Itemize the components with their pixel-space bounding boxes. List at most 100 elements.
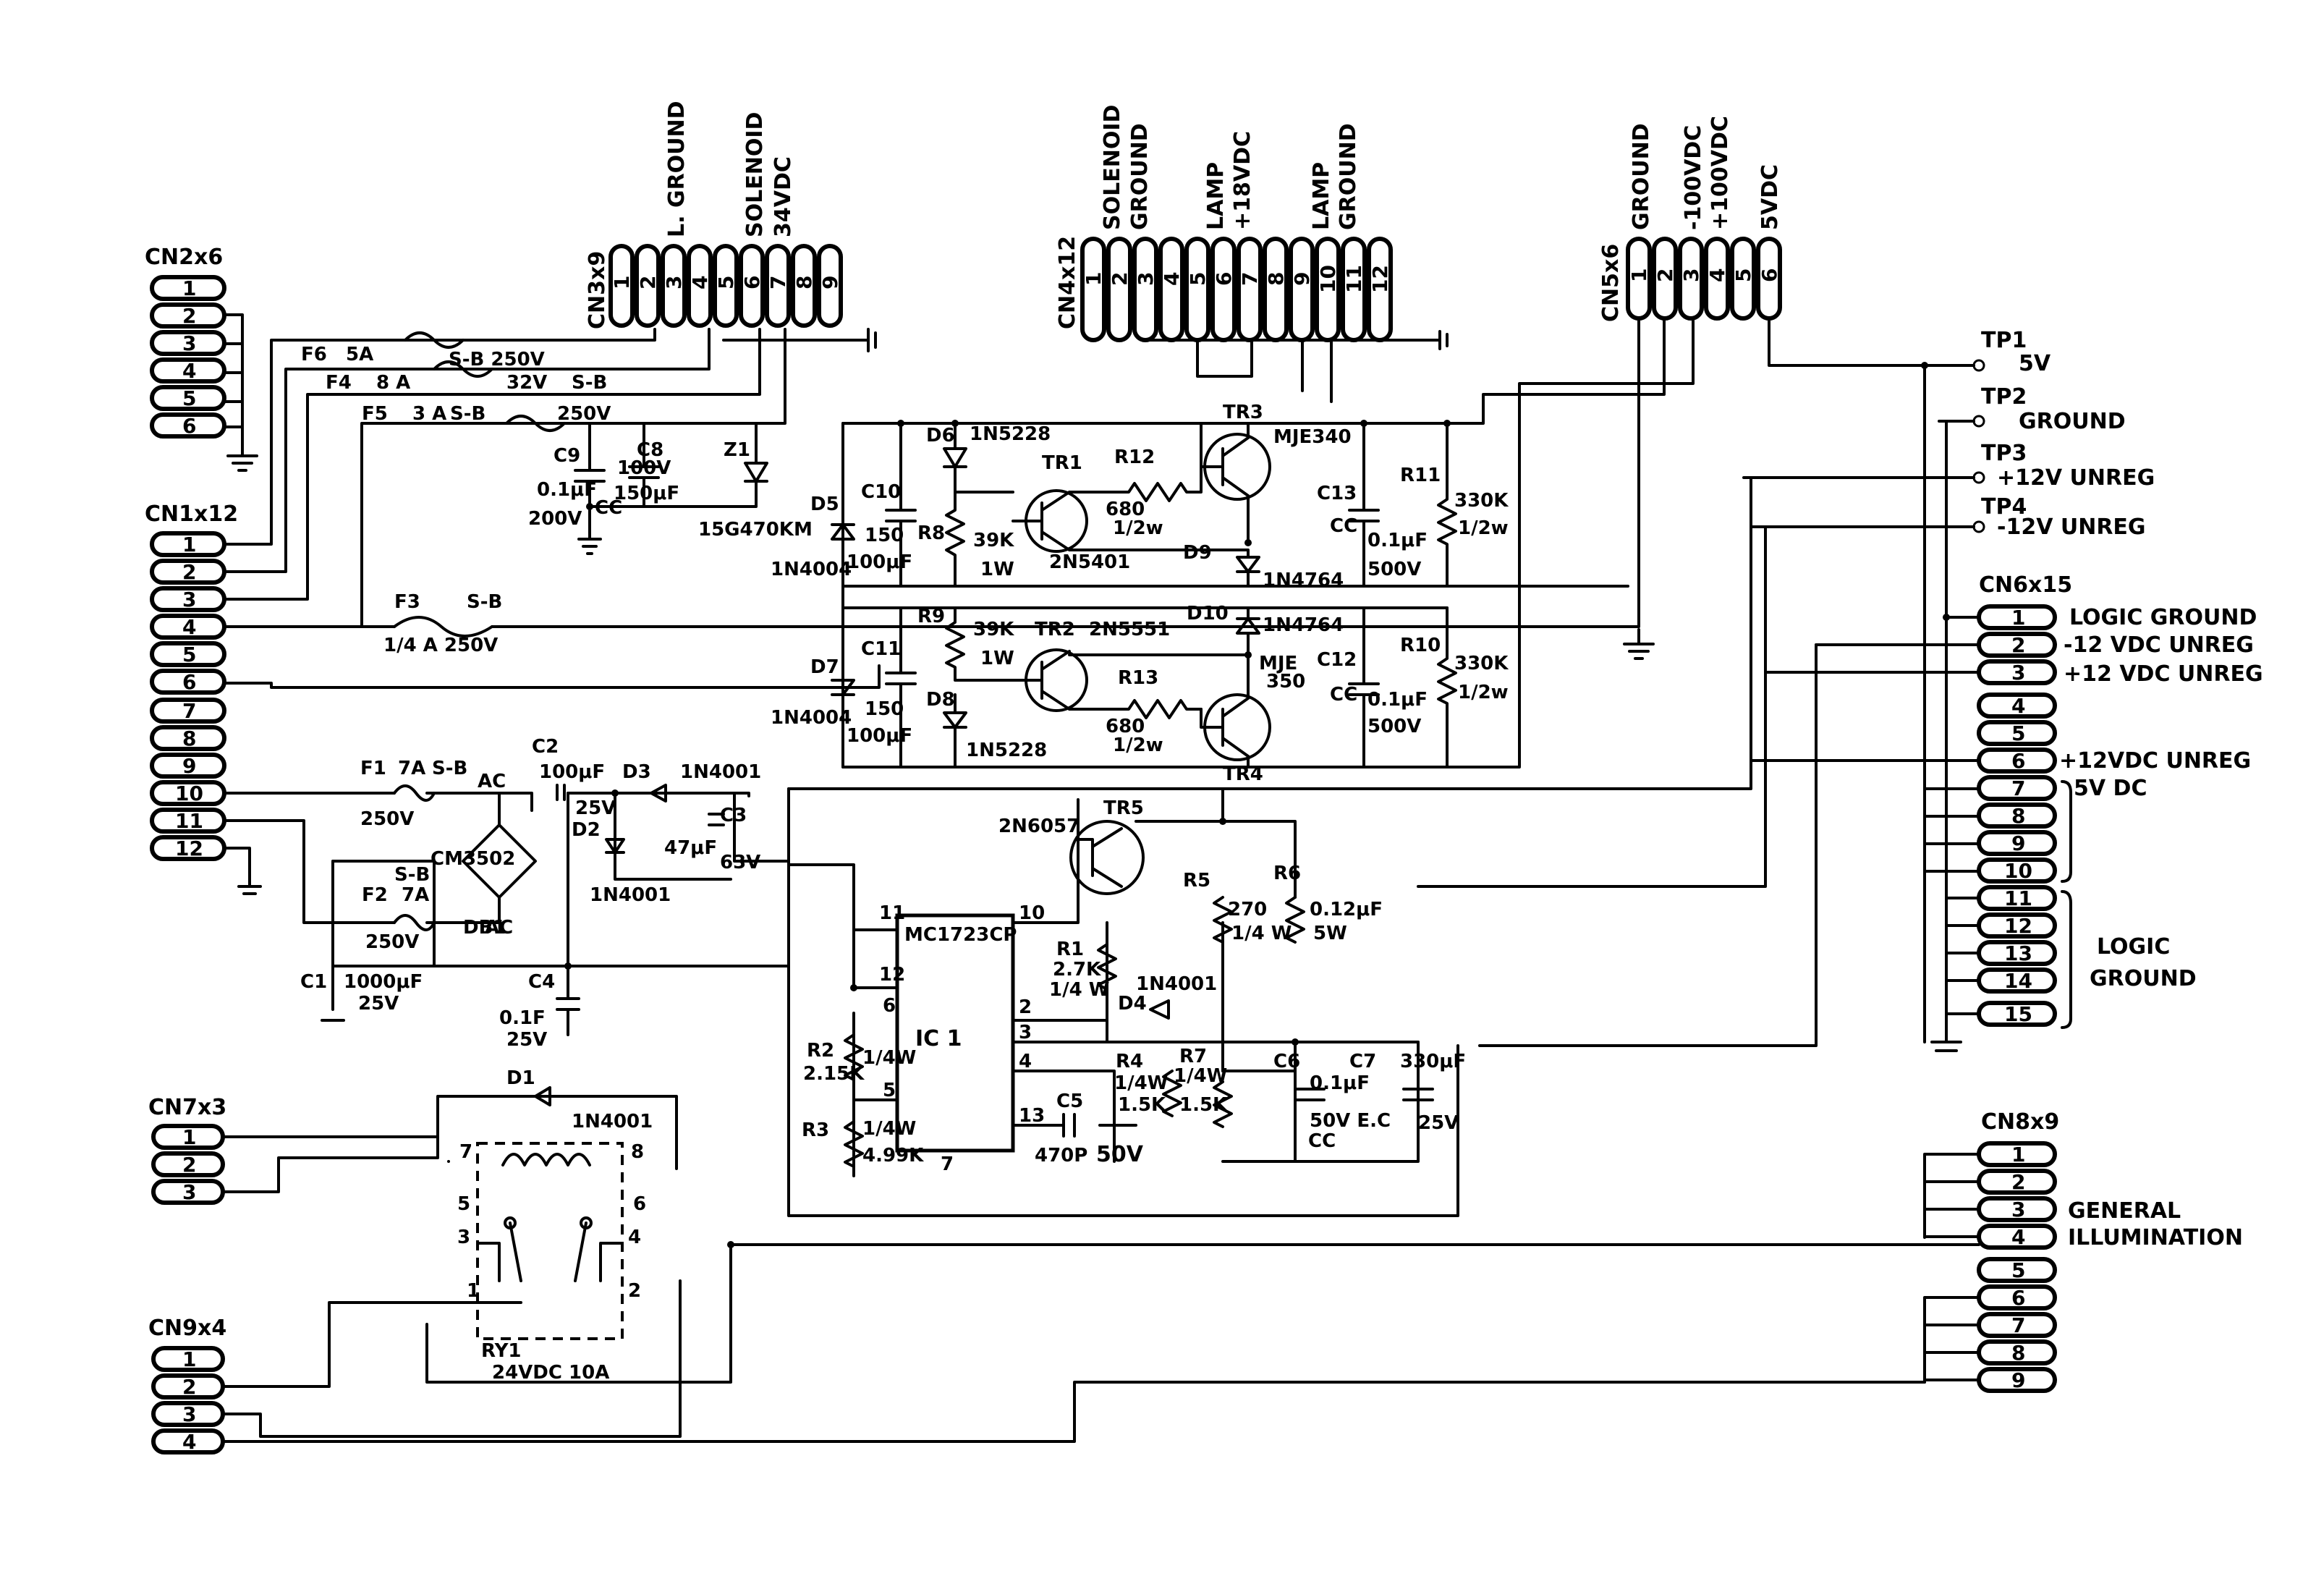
r6-power: 5W — [1313, 923, 1347, 944]
wiring — [221, 313, 1980, 1443]
tr4-mfr: MJE — [1259, 653, 1297, 674]
f2-type: S-B — [394, 864, 430, 886]
r8-power: 1W — [980, 559, 1014, 580]
r2-value: 2.15K — [803, 1063, 865, 1085]
tp2-label: GROUND — [2019, 409, 2126, 434]
cn6-pin: 12 — [2004, 914, 2032, 938]
c1-volt: 25V — [358, 993, 399, 1015]
c4-value: 0.1F — [499, 1007, 546, 1029]
r3-value: 4.99K — [862, 1145, 924, 1166]
f5-rating: 3 A — [412, 403, 446, 425]
cn5-pin: 3 — [1679, 268, 1703, 282]
cn8-pin: 8 — [2011, 1341, 2025, 1365]
c6-name: C6 — [1273, 1051, 1300, 1072]
ic1-pin: 11 — [879, 902, 905, 924]
cn2-pin: 3 — [182, 331, 196, 355]
tr5-name: TR5 — [1103, 797, 1144, 819]
cn4-label: CN4x12 — [1055, 236, 1080, 329]
connector-cn9: CN9x4 1 2 3 4 — [148, 1316, 226, 1454]
cn6-pin: 10 — [2004, 859, 2032, 883]
cn4-signal-ground: GROUND — [1127, 123, 1153, 230]
cn1-pin: 3 — [182, 588, 196, 611]
cn4-pin: 4 — [1160, 272, 1184, 286]
fuses: F6 5A S-B 250V F4 8 A 32V S-B F5 3 A S-B… — [301, 331, 611, 953]
cn3-pin: 8 — [792, 276, 816, 289]
cn5-pin: 6 — [1757, 268, 1781, 282]
f4-rating: 8 A — [376, 372, 410, 394]
cn4-pin: 3 — [1134, 272, 1158, 286]
ic1-pin: 7 — [941, 1153, 954, 1175]
connector-cn3: CN3x9 1 2 3 4 5 6 7 8 9 L. GROUND SOLENO… — [585, 101, 843, 329]
cn3-signal-34vdc: 34VDC — [771, 156, 796, 237]
r13-name: R13 — [1118, 667, 1158, 689]
tp4-label: -12V UNREG — [1997, 515, 2146, 540]
d9-part: 1N4764 — [1263, 569, 1344, 591]
c12-value: 0.1μF — [1367, 689, 1428, 711]
relay-pin: 1 — [467, 1280, 480, 1302]
c6-type: CC — [1308, 1130, 1336, 1152]
cn9-pin: 1 — [182, 1347, 196, 1371]
cn5-pin: 4 — [1705, 268, 1729, 282]
tr4-name: TR4 — [1223, 763, 1263, 785]
d6-name: D6 — [926, 425, 955, 446]
c3-value: 47μF — [664, 837, 717, 859]
r6-value: 0.12μF — [1310, 899, 1383, 920]
cn6-pin: 7 — [2011, 776, 2025, 800]
f4-name: F4 — [326, 372, 352, 394]
cn8-pin: 6 — [2011, 1286, 2025, 1310]
r7-value: 1.5K — [1179, 1094, 1228, 1116]
c5-name: C5 — [1056, 1091, 1083, 1112]
d3-part: 1N4001 — [680, 761, 761, 783]
c8-volt: 100V — [617, 457, 671, 479]
cn4-signal-ground2: GROUND — [1336, 123, 1361, 230]
cn6-signal-5vdc: 5V DC — [2074, 776, 2147, 801]
cn1-pin: 6 — [182, 670, 196, 694]
r4-name: R4 — [1116, 1051, 1143, 1072]
cn1-pin: 4 — [182, 615, 196, 639]
cn3-pin: 5 — [714, 276, 738, 289]
tp2-name: TP2 — [1981, 384, 2027, 410]
r6-name: R6 — [1273, 863, 1301, 884]
cn1-pin: 7 — [182, 699, 196, 723]
cn3-pin: 2 — [636, 276, 660, 289]
tp3-label: +12V UNREG — [1997, 465, 2155, 491]
cn3-signal-solenoid: SOLENOID — [742, 112, 768, 237]
ic1-pin: 4 — [1019, 1051, 1032, 1072]
cn2-pin: 2 — [182, 304, 196, 328]
cn6-signal-neg12: -12 VDC UNREG — [2064, 632, 2254, 658]
ic1-pin: 10 — [1019, 902, 1045, 924]
cn4-pin: 6 — [1212, 272, 1236, 286]
cn1-label: CN1x12 — [145, 501, 238, 527]
f6-spec: S-B 250V — [449, 349, 545, 370]
cn6-pin: 3 — [2011, 661, 2025, 685]
ic1-pin: 12 — [879, 964, 905, 986]
relay-pin: 7 — [459, 1141, 472, 1163]
tr3-part: MJE340 — [1273, 426, 1352, 448]
cn1-pin: 8 — [182, 727, 196, 750]
r7-power: 1/4W — [1174, 1065, 1227, 1087]
test-points: TP1 5V TP2 GROUND TP3 +12V UNREG TP4 -12… — [1972, 328, 2155, 540]
cn2-pin: 1 — [182, 276, 196, 300]
c10-value: 150 — [865, 525, 904, 546]
cn8-label: CN8x9 — [1981, 1109, 2059, 1135]
ic1-pin: 2 — [1019, 996, 1032, 1018]
tr2-name: TR2 — [1035, 619, 1075, 640]
d2-name: D2 — [572, 819, 601, 841]
cn1-pin: 2 — [182, 560, 196, 584]
cn6-pin: 5 — [2011, 721, 2025, 745]
cn6-label: CN6x15 — [1979, 572, 2072, 598]
c12-volt: 500V — [1367, 716, 1421, 737]
f4-volt: 32V — [506, 372, 547, 394]
c7-volt: 25V — [1418, 1112, 1459, 1134]
cn5-signal-ground: GROUND — [1629, 123, 1654, 230]
tp1-name: TP1 — [1981, 328, 2027, 353]
cn9-label: CN9x4 — [148, 1316, 226, 1341]
d7-part: 1N4004 — [771, 707, 852, 729]
cn4-signal-solenoid: SOLENOID — [1100, 105, 1125, 230]
c5-volt: 50V — [1096, 1142, 1144, 1167]
f1-name: F1 — [360, 758, 386, 779]
c3-volt: 63V — [720, 852, 760, 873]
r12-name: R12 — [1114, 446, 1155, 468]
cn6-pin: 8 — [2011, 804, 2025, 828]
relay-pin: 3 — [457, 1227, 470, 1248]
